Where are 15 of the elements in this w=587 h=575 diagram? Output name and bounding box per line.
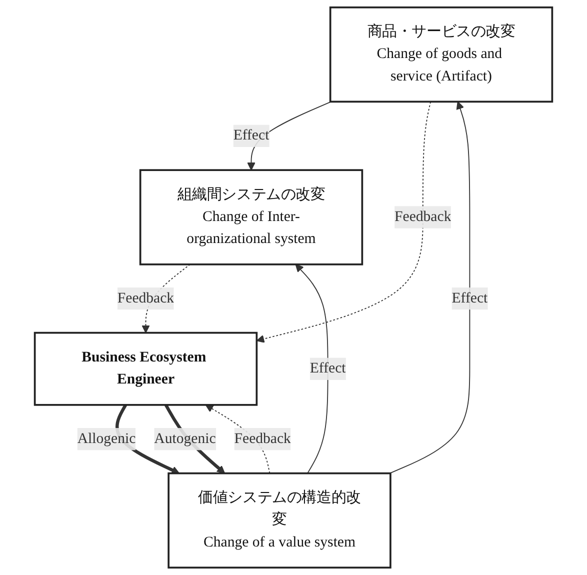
edge-label: Feedback [394, 208, 452, 225]
edge-label: Effect [310, 360, 346, 376]
edge-label: Allogenic [77, 430, 136, 447]
arrow [389, 101, 470, 474]
edge-label: Feedback [234, 430, 291, 447]
node-box: 組織間システムの改変 Change of Inter-organizational system [139, 169, 364, 266]
node-box: 商品・サービスの改変 Change of goods and service (Artifact) [329, 6, 554, 103]
edge-label: Effect [233, 128, 270, 144]
edge-label: Autogenic [154, 430, 216, 447]
edge-label: Effect [452, 290, 488, 306]
node-box: 価値システムの構造的改変 Change of a value system [168, 472, 392, 569]
arrow [295, 264, 328, 474]
edge-label: Feedback [117, 290, 174, 306]
node-box: Business Ecosystem Engineer [34, 332, 258, 406]
arrow [256, 101, 432, 343]
